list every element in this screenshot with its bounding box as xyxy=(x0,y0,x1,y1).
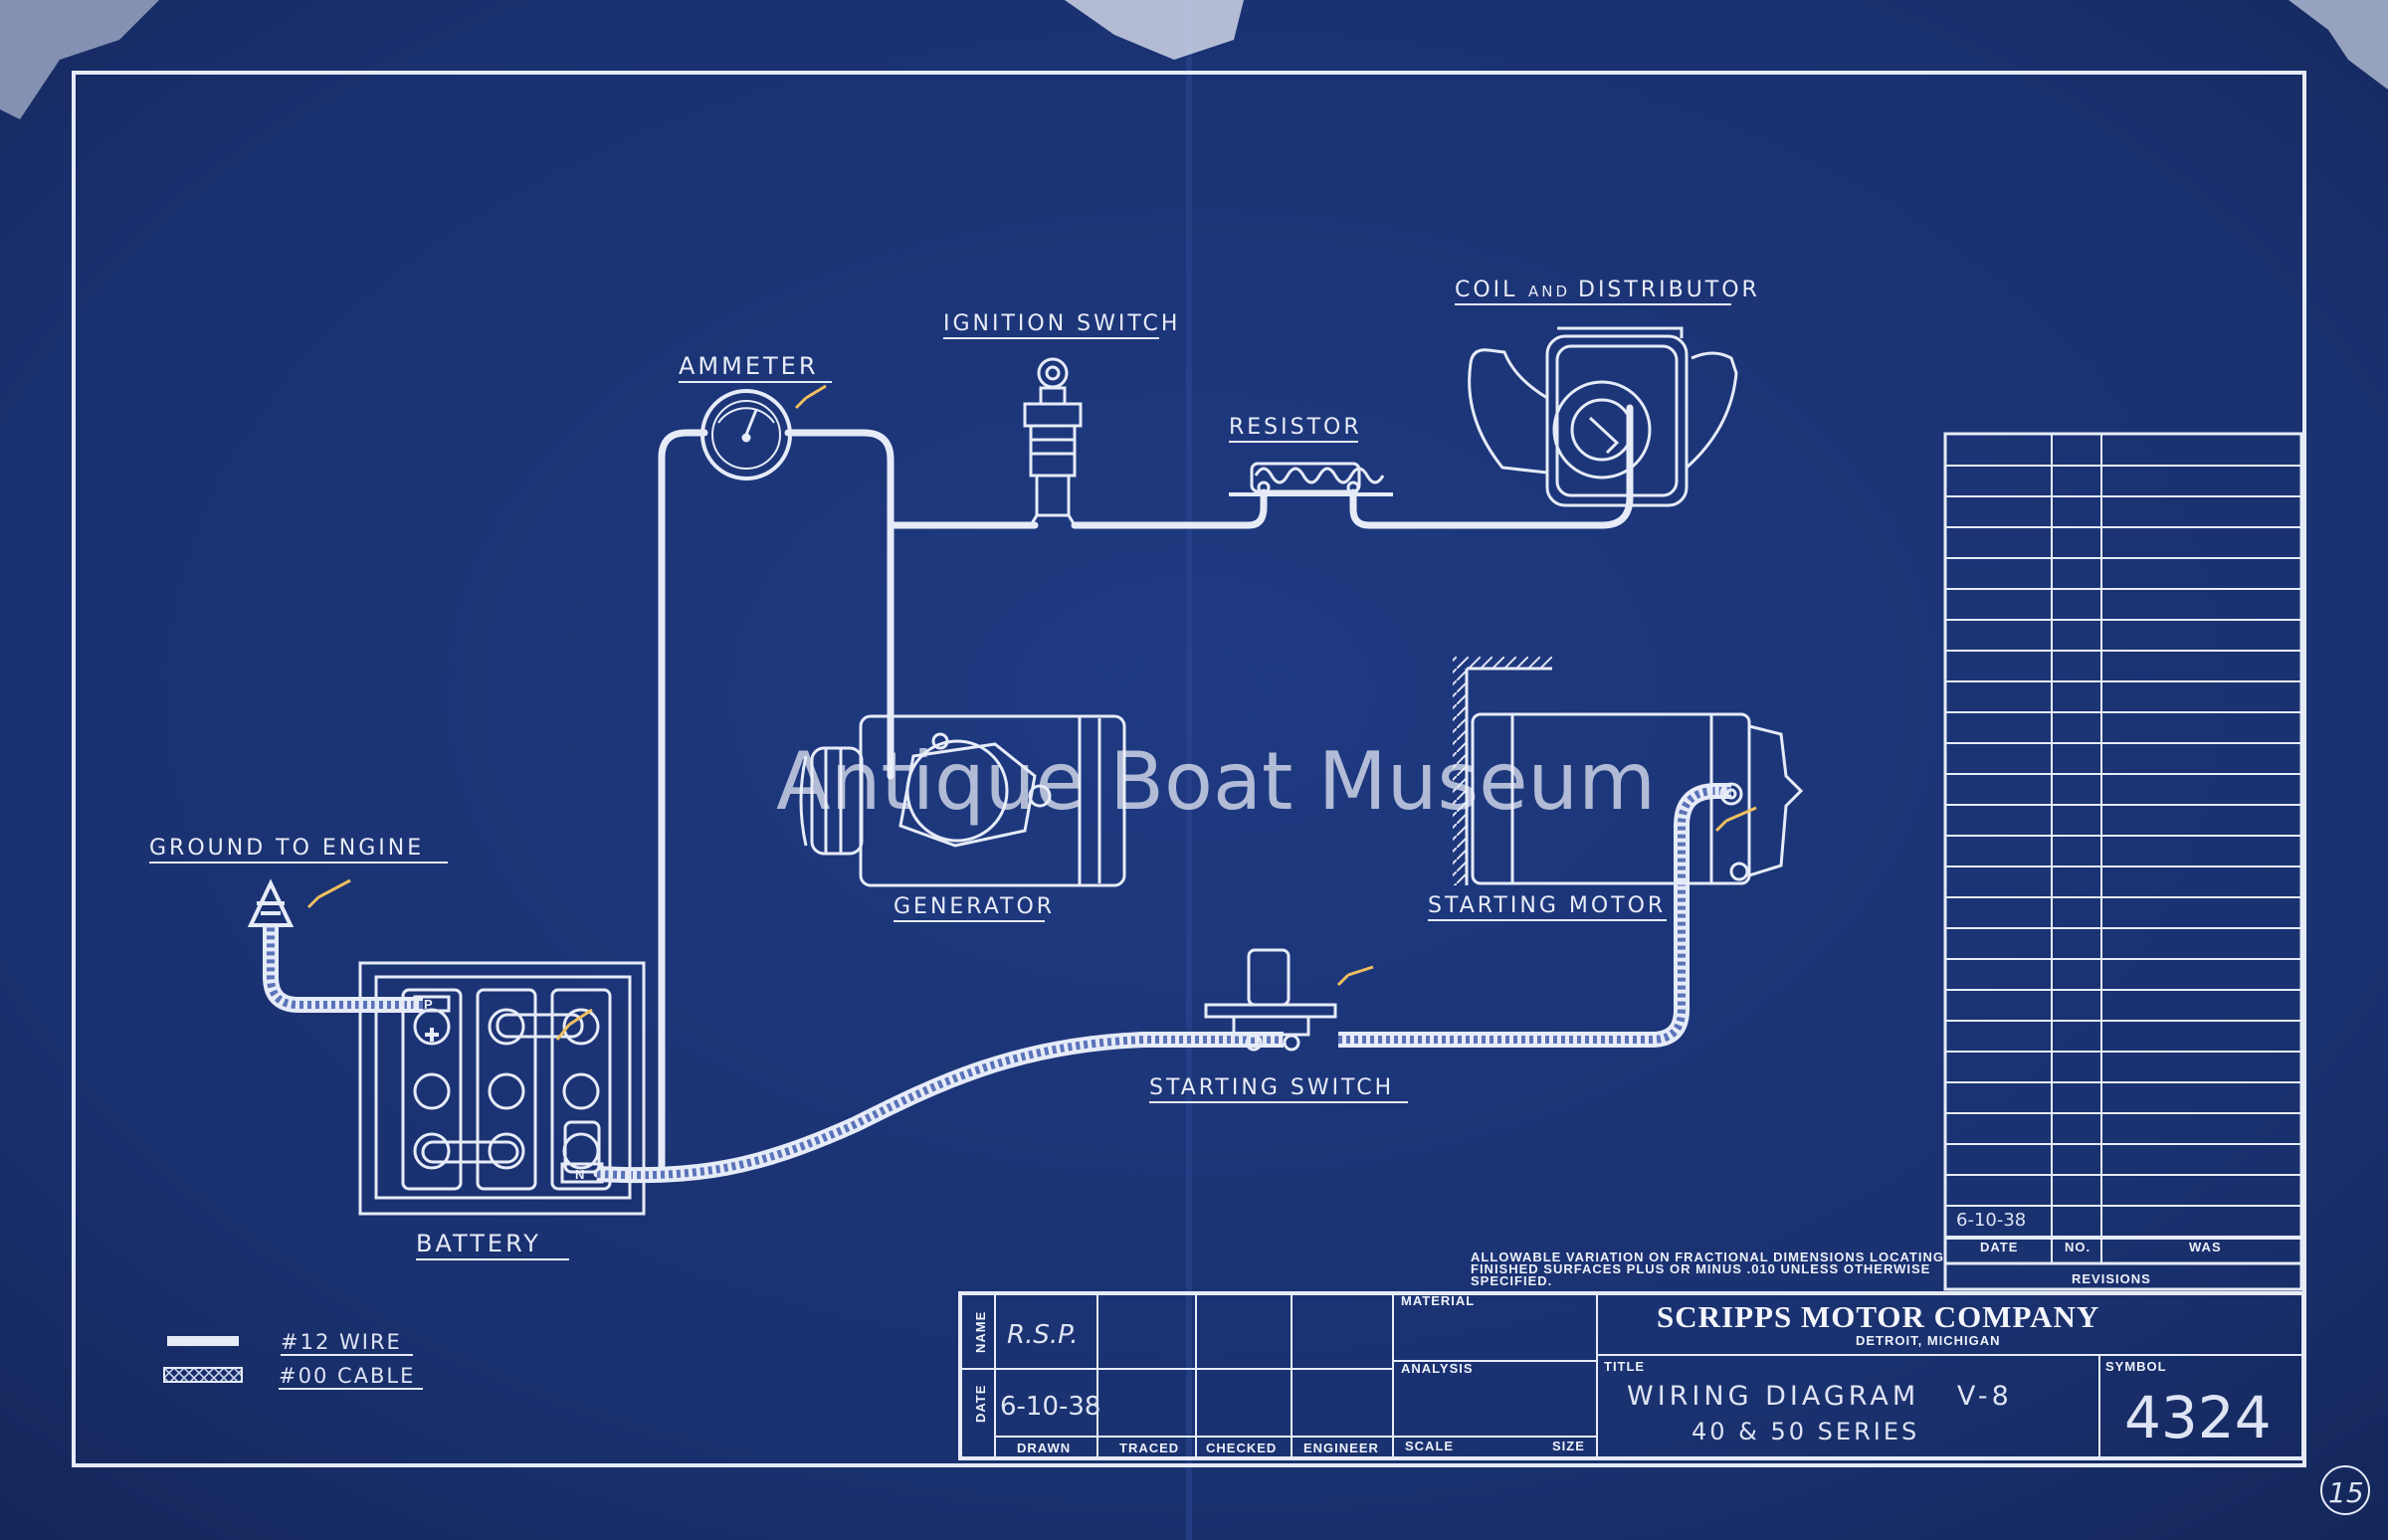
starting-motor-label: STARTING MOTOR xyxy=(1428,893,1666,918)
legend: #12 WIRE #00 CABLE xyxy=(163,1330,423,1390)
note-line-3: SPECIFIED. xyxy=(1471,1273,1552,1288)
resistor-label: RESISTOR xyxy=(1229,415,1362,440)
drawing-border xyxy=(72,71,2306,1467)
starting-switch-label: STARTING SWITCH xyxy=(1149,1075,1394,1100)
title-block-date-label: DATE xyxy=(973,1385,988,1423)
legend-cable-label: #00 CABLE xyxy=(279,1364,415,1388)
title-block: NAME DATE R.S.P. 6-10-38 DRAWN TRACED CH… xyxy=(958,1291,2305,1460)
check-mark xyxy=(555,1008,593,1041)
col-checked: CHECKED xyxy=(1206,1441,1277,1455)
legend-wire-label: #12 WIRE xyxy=(281,1330,402,1354)
drawing-title-line-2: 40 & 50 SERIES xyxy=(1692,1418,1919,1445)
revisions-col-no: NO. xyxy=(2065,1240,2090,1254)
revision-date-entry: 6-10-38 xyxy=(1956,1210,2026,1231)
drawing-title-line-1: WIRING DIAGRAM V-8 xyxy=(1627,1381,2013,1412)
watermark: Antique Boat Museum xyxy=(776,735,1656,828)
drawn-by-initials: R.S.P. xyxy=(1007,1320,1078,1350)
sheet-number: 15 xyxy=(2328,1476,2364,1509)
revisions-title: REVISIONS xyxy=(2072,1271,2151,1286)
ground-symbol xyxy=(247,878,295,927)
drawing-number: 4324 xyxy=(2124,1384,2272,1451)
battery-positive-label: P xyxy=(424,997,434,1012)
battery-label: BATTERY xyxy=(416,1230,541,1257)
coil-and-label: AND xyxy=(1528,283,1570,300)
drawn-date: 6-10-38 xyxy=(1000,1392,1100,1422)
ground-to-engine-label: GROUND TO ENGINE xyxy=(149,836,424,861)
note-line-2: FINISHED SURFACES PLUS OR MINUS .010 UNL… xyxy=(1471,1261,1930,1276)
generator xyxy=(799,714,1126,887)
ammeter xyxy=(700,389,792,481)
generator-label: GENERATOR xyxy=(894,894,1055,919)
revisions-col-was: WAS xyxy=(2189,1240,2222,1254)
ammeter-label: AMMETER xyxy=(679,352,819,380)
col-drawn: DRAWN xyxy=(1017,1441,1071,1455)
coil-label: COIL xyxy=(1455,278,1517,302)
coil-and-distributor xyxy=(1468,326,1738,507)
check-mark xyxy=(306,878,351,909)
cable-network xyxy=(263,783,1731,1184)
check-mark xyxy=(1336,965,1374,987)
ignition-switch xyxy=(1023,357,1083,526)
worn-edge-top xyxy=(1065,0,1244,60)
symbol-label: SYMBOL xyxy=(2105,1359,2167,1374)
legend-wire-swatch xyxy=(167,1336,239,1346)
title-block-name-label: NAME xyxy=(973,1311,988,1353)
material-label: MATERIAL xyxy=(1401,1293,1475,1308)
note-line-1: ALLOWABLE VARIATION ON FRACTIONAL DIMENS… xyxy=(1471,1250,1944,1264)
tolerance-note: ALLOWABLE VARIATION ON FRACTIONAL DIMENS… xyxy=(1471,1250,1944,1288)
scale-label: SCALE xyxy=(1405,1439,1454,1453)
worn-corner-top-left xyxy=(0,0,159,119)
company-location: DETROIT, MICHIGAN xyxy=(1856,1333,2001,1348)
sheet-number-circle xyxy=(2320,1465,2370,1515)
revisions-col-date: DATE xyxy=(1980,1240,2018,1254)
revisions-table: 6-10-38 DATE NO. WAS REVISIONS xyxy=(1943,432,2303,1291)
size-label: SIZE xyxy=(1552,1439,1585,1453)
check-mark xyxy=(1714,806,1757,833)
distributor-label: DISTRIBUTOR xyxy=(1578,278,1760,302)
starting-switch xyxy=(1204,948,1337,1052)
company-name: SCRIPPS MOTOR COMPANY xyxy=(1657,1299,2099,1334)
battery-negative-label: N xyxy=(575,1167,585,1182)
battery xyxy=(358,961,646,1216)
worn-corner-top-right xyxy=(2288,0,2388,90)
check-mark xyxy=(794,384,827,410)
ignition-switch-label: IGNITION SWITCH xyxy=(943,311,1180,336)
col-traced: TRACED xyxy=(1119,1441,1179,1455)
title-label: TITLE xyxy=(1604,1359,1645,1374)
analysis-label: ANALYSIS xyxy=(1401,1361,1474,1376)
starting-motor xyxy=(1453,657,1804,885)
resistor xyxy=(1229,462,1393,496)
legend-cable-swatch xyxy=(163,1367,243,1383)
col-engineer: ENGINEER xyxy=(1303,1441,1379,1455)
